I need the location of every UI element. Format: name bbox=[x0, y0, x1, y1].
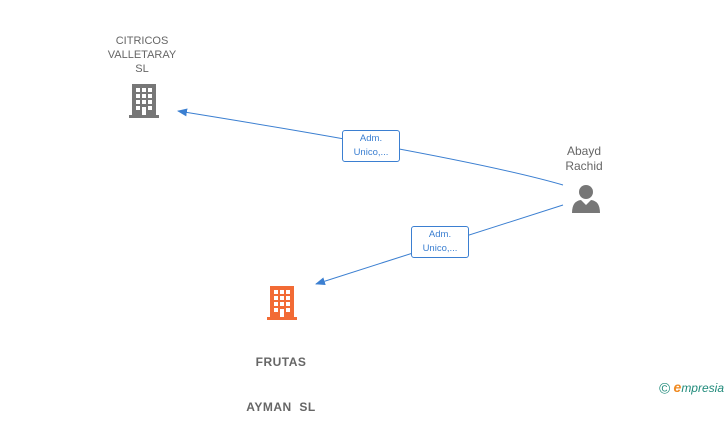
node-label-line: FRUTAS bbox=[255, 355, 307, 369]
node-label-line: CITRICOS bbox=[115, 35, 169, 47]
node-label-abayd[interactable]: Abayd Rachid bbox=[548, 144, 620, 174]
building-icon[interactable] bbox=[265, 285, 299, 321]
copyright-icon: © bbox=[659, 380, 671, 397]
edge-label-abayd-citricos[interactable]: Adm. Unico,... bbox=[342, 130, 400, 162]
node-label-line: VALLETARAY bbox=[107, 49, 177, 61]
brand-name: mpresia bbox=[681, 380, 724, 395]
node-label-line: Rachid bbox=[565, 159, 603, 173]
edge-label-line: Unico,... bbox=[353, 147, 389, 158]
edge-abayd-to-citricos bbox=[177, 108, 564, 186]
node-label-line: Abayd bbox=[566, 144, 602, 158]
node-label-line: SL bbox=[135, 63, 149, 75]
edge-label-abayd-frutas[interactable]: Adm. Unico,... bbox=[411, 226, 469, 258]
edge-label-line: Adm. bbox=[428, 229, 452, 240]
edge-label-line: Adm. bbox=[359, 133, 383, 144]
node-label-frutas[interactable]: FRUTAS AYMAN SL bbox=[226, 325, 336, 430]
edge-label-line: Unico,... bbox=[422, 243, 458, 254]
person-icon[interactable] bbox=[570, 184, 602, 214]
building-icon[interactable] bbox=[127, 83, 161, 119]
brand-logo: © empresia bbox=[659, 379, 724, 397]
node-label-citricos[interactable]: CITRICOS VALLETARAY SL bbox=[90, 34, 194, 76]
node-label-line: AYMAN SL bbox=[246, 400, 316, 414]
brand-initial: e bbox=[673, 378, 682, 395]
